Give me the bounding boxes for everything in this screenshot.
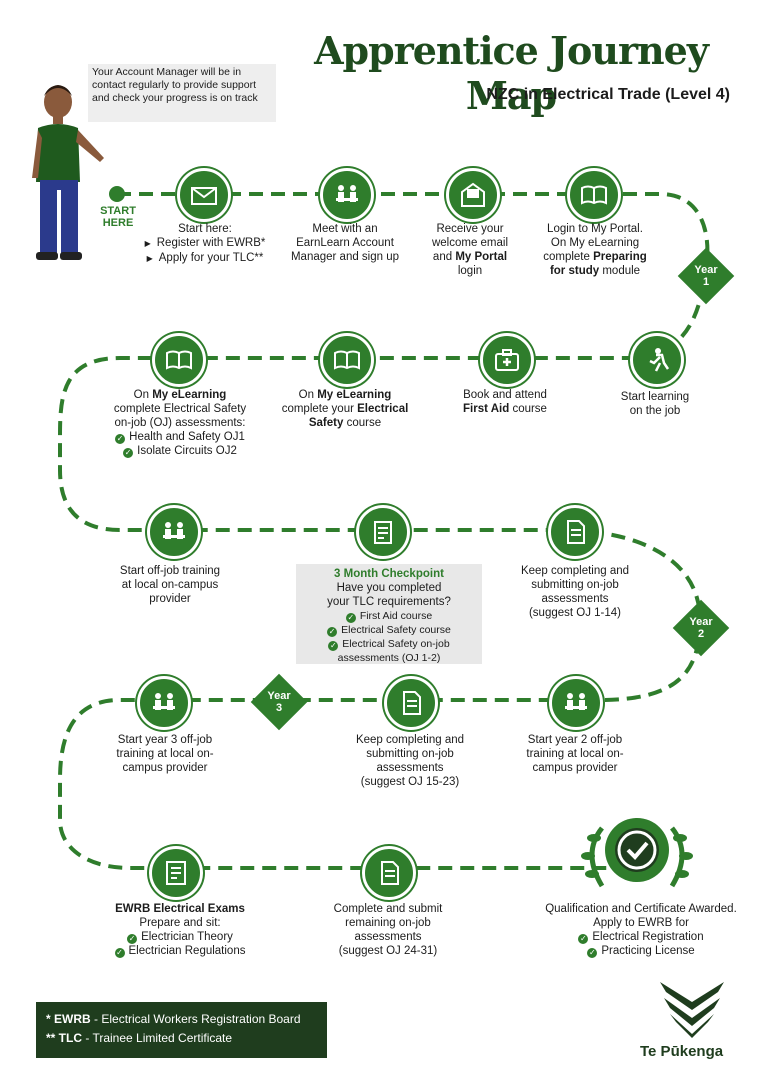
- worker-icon: [630, 333, 684, 387]
- envelope-open-icon: [446, 168, 500, 222]
- page-title: Apprentice Journey Map: [314, 28, 709, 118]
- step-14-text: Start year 3 off-job training at local o…: [116, 734, 214, 774]
- document-icon: [384, 676, 438, 730]
- step-12-text: Start year 2 off-job training at local o…: [526, 734, 624, 774]
- step-10-text: 3 Month Checkpoint Have you completed yo…: [327, 568, 451, 664]
- check-icon: ✓: [345, 613, 356, 623]
- step-16-text: Complete and submit remaining on-job ass…: [333, 903, 443, 957]
- document-icon: [548, 505, 602, 559]
- check-icon: ✓: [114, 948, 125, 958]
- elearning-icon: [567, 168, 621, 222]
- meeting-icon: [320, 168, 374, 222]
- check-icon: ✓: [578, 934, 589, 944]
- step-6-text: Book and attend First Aid course: [463, 389, 547, 415]
- check-icon: ✓: [587, 948, 598, 958]
- meeting-icon: [137, 676, 191, 730]
- step-8-text: On My eLearning complete Electrical Safe…: [113, 389, 247, 458]
- checkpoint-box: [296, 564, 482, 664]
- account-manager-illustration: [32, 85, 104, 260]
- check-icon: ✓: [115, 434, 126, 444]
- legend-box: * EWRB - Electrical Workers Registration…: [36, 1002, 327, 1058]
- step-3-text: Receive your welcome email and My Portal…: [431, 223, 509, 277]
- logo-wordmark: Te Pūkenga: [640, 1043, 724, 1060]
- step-2-text: Meet with an EarnLearn Account Manager a…: [290, 223, 400, 263]
- start-dot: [109, 186, 125, 202]
- meeting-icon: [549, 676, 603, 730]
- page-subtitle: NZC in Electrical Trade (Level 4): [486, 86, 730, 103]
- elearning-icon: [152, 333, 206, 387]
- step-17-text: Qualification and Certificate Awarded. A…: [545, 903, 737, 958]
- award-icon: [581, 818, 693, 888]
- email-icon: [177, 168, 231, 222]
- legend-item-ewrb: * EWRB - Electrical Workers Registration…: [46, 1012, 301, 1026]
- exam-icon: [149, 846, 203, 900]
- meeting-icon: [147, 505, 201, 559]
- speech-bubble: Your Account Manager will be in contact …: [88, 64, 276, 122]
- step-4-text: Login to My Portal. On My eLearning comp…: [543, 223, 647, 277]
- step-11-text: Keep completing and submitting on-job as…: [520, 565, 630, 619]
- step-1-text: Start here: Register with EWRB* Apply fo…: [130, 222, 280, 266]
- step-5-text: Start learning on the job: [620, 391, 690, 417]
- legend-item-tlc: ** TLC - Trainee Limited Certificate: [46, 1031, 233, 1045]
- checklist-icon: [356, 505, 410, 559]
- check-icon: ✓: [127, 934, 138, 944]
- check-icon: ✓: [327, 627, 338, 637]
- step-15-text: EWRB Electrical Exams Prepare and sit: ✓…: [114, 903, 246, 958]
- step-13-text: Keep completing and submitting on-job as…: [355, 734, 465, 788]
- te-pukenga-logo-icon: [660, 982, 724, 1038]
- step-7-text: On My eLearning complete your Electrical…: [281, 389, 409, 429]
- elearning-icon: [320, 333, 374, 387]
- first-aid-icon: [480, 333, 534, 387]
- step-9-text: Start off-job training at local on-campu…: [119, 565, 221, 605]
- document-icon: [362, 846, 416, 900]
- check-icon: ✓: [328, 641, 339, 651]
- check-icon: ✓: [123, 448, 134, 458]
- start-label: START HERE: [100, 205, 136, 229]
